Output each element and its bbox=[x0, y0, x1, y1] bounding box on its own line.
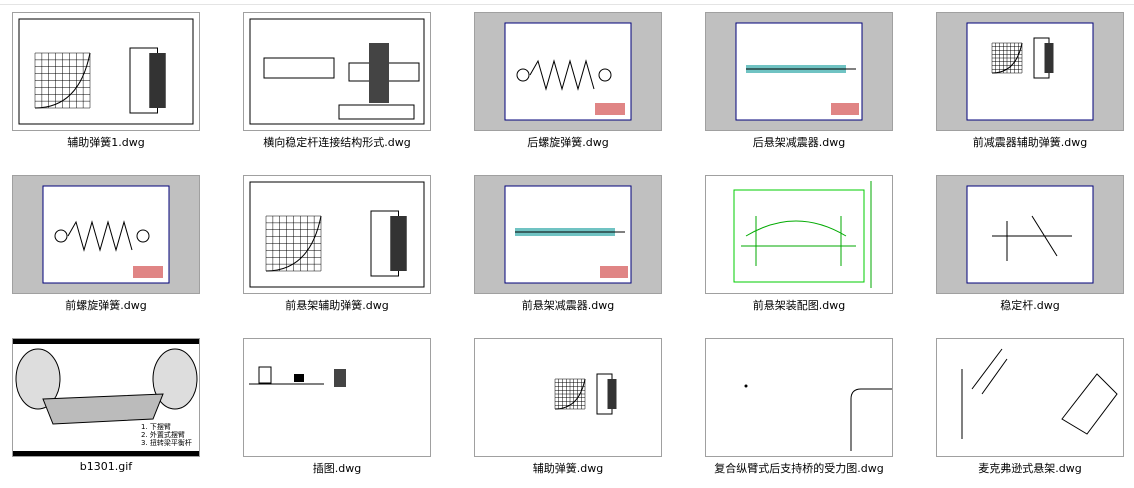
file-thumbnail[interactable] bbox=[474, 12, 662, 131]
file-name[interactable]: 麦克弗逊式悬架.dwg bbox=[978, 462, 1082, 475]
file-item[interactable]: 前悬架装配图.dwg bbox=[705, 175, 893, 325]
file-item[interactable]: 前减震器辅助弹簧.dwg bbox=[936, 12, 1124, 162]
file-item[interactable]: 前悬架辅助弹簧.dwg bbox=[243, 175, 431, 325]
file-name[interactable]: 前悬架装配图.dwg bbox=[752, 299, 846, 312]
drawing-preview bbox=[733, 181, 872, 288]
file-thumbnail[interactable] bbox=[705, 12, 893, 131]
file-name[interactable]: 前悬架辅助弹簧.dwg bbox=[285, 299, 389, 312]
file-item[interactable]: 复合纵臂式后支持桥的受力图.dwg bbox=[705, 338, 893, 488]
file-thumbnail[interactable] bbox=[474, 338, 662, 457]
file-item[interactable]: 辅助弹簧.dwg bbox=[474, 338, 662, 488]
drawing-preview bbox=[744, 384, 892, 451]
file-name[interactable]: 插图.dwg bbox=[312, 462, 362, 475]
file-name[interactable]: 前减震器辅助弹簧.dwg bbox=[972, 136, 1088, 149]
drawing-preview bbox=[937, 176, 1123, 293]
file-name[interactable]: 前悬架减震器.dwg bbox=[521, 299, 615, 312]
toolbar-edge bbox=[0, 0, 1134, 5]
drawing-preview bbox=[961, 348, 1118, 439]
file-name[interactable]: 复合纵臂式后支持桥的受力图.dwg bbox=[714, 462, 884, 475]
file-name[interactable]: 稳定杆.dwg bbox=[1000, 299, 1060, 312]
file-name[interactable]: b1301.gif bbox=[79, 460, 133, 473]
file-item[interactable]: 辅助弹簧1.dwg bbox=[12, 12, 200, 162]
drawing-preview bbox=[249, 18, 425, 125]
file-thumbnail[interactable] bbox=[12, 175, 200, 294]
file-thumbnail[interactable] bbox=[936, 338, 1124, 457]
file-name[interactable]: 后螺旋弹簧.dwg bbox=[527, 136, 609, 149]
file-item[interactable]: 稳定杆.dwg bbox=[936, 175, 1124, 325]
drawing-preview bbox=[249, 366, 346, 387]
file-name[interactable]: 横向稳定杆连接结构形式.dwg bbox=[263, 136, 411, 149]
file-item[interactable]: 后螺旋弹簧.dwg bbox=[474, 12, 662, 162]
file-item[interactable]: 后悬架减震器.dwg bbox=[705, 12, 893, 162]
file-name[interactable]: 后悬架减震器.dwg bbox=[752, 136, 846, 149]
file-thumbnail[interactable] bbox=[12, 12, 200, 131]
file-item[interactable]: 前悬架减震器.dwg bbox=[474, 175, 662, 325]
file-thumbnail[interactable] bbox=[243, 175, 431, 294]
legend-line: 3. 扭转梁平衡杆 bbox=[141, 438, 192, 447]
file-item[interactable]: 前螺旋弹簧.dwg bbox=[12, 175, 200, 325]
file-name[interactable]: 辅助弹簧1.dwg bbox=[67, 136, 145, 149]
drawing-preview bbox=[937, 13, 1123, 130]
file-thumbnail[interactable] bbox=[705, 175, 893, 294]
drawing-preview bbox=[18, 18, 194, 125]
file-item[interactable]: 横向稳定杆连接结构形式.dwg bbox=[243, 12, 431, 162]
legend-line: 2. 外置式摆臂 bbox=[141, 430, 185, 439]
file-item[interactable]: 插图.dwg bbox=[243, 338, 431, 488]
legend-line: 1. 下摆臂 bbox=[141, 422, 171, 431]
drawing-preview bbox=[554, 373, 617, 415]
file-name[interactable]: 辅助弹簧.dwg bbox=[532, 462, 604, 475]
file-thumbnail[interactable] bbox=[474, 175, 662, 294]
drawing-preview bbox=[475, 176, 661, 293]
file-thumbnail[interactable] bbox=[936, 12, 1124, 131]
drawing-preview bbox=[13, 176, 199, 293]
file-thumbnail[interactable] bbox=[936, 175, 1124, 294]
file-name[interactable]: 前螺旋弹簧.dwg bbox=[65, 299, 147, 312]
drawing-preview bbox=[475, 13, 661, 130]
file-thumbnail[interactable] bbox=[705, 338, 893, 457]
drawing-preview bbox=[249, 181, 425, 288]
file-item[interactable]: 麦克弗逊式悬架.dwg bbox=[936, 338, 1124, 488]
file-thumbnail[interactable] bbox=[243, 338, 431, 457]
file-thumbnail[interactable] bbox=[243, 12, 431, 131]
drawing-preview bbox=[706, 13, 892, 130]
